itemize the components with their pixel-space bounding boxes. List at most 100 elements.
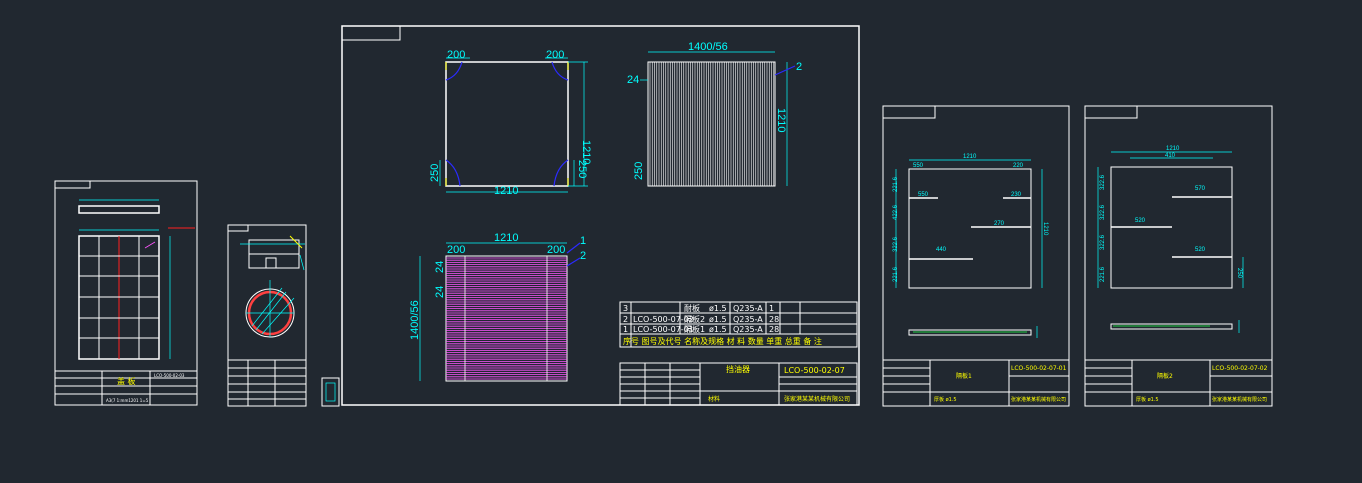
part-no: 2 (623, 315, 628, 324)
dim-left-bottom: 250 (633, 162, 645, 180)
sheet-tiny[interactable] (321, 377, 340, 407)
dim-m4: 440 (936, 247, 947, 253)
sheet-b-company: 张家港某某机械有限公司 (1212, 396, 1267, 403)
sheet-ring-tag (227, 224, 249, 232)
title-block-main: 挡油器 LCO-500-02-07 张家港某某机械有限公司 材料 (619, 362, 858, 406)
dim-l1: 221.6 (893, 176, 899, 192)
sheet-a-tag (882, 105, 936, 119)
part-spec: ø1.5 (709, 315, 727, 324)
parts-row: 1 LCO-500-07-01 隔板1 ø1.5 Q235-A 28 (623, 324, 779, 334)
part-material: Q235-A (733, 325, 763, 334)
parts-list: 序号 图号及代号 名称及规格 材 料 数量 单重 总重 备 注 3 耐板 ø1.… (619, 301, 858, 348)
callout-1: 1 (580, 235, 586, 247)
dim-l3: 322.6 (893, 236, 899, 252)
title-block-b: 隔板2 LCO-500-02-07-02 厚板 ø1.5 张家港某某机械有限公司 (1084, 359, 1273, 407)
dim-right: 1210 (1042, 222, 1048, 236)
part-code: LCO-500-07-01 (633, 325, 694, 334)
dim-right: 1210 (775, 108, 787, 132)
cover-plate-side-view (78, 205, 160, 214)
bottom-plate: 1210 200 200 24 24 1400/56 1 2 (409, 232, 586, 382)
sheet-a-company: 张家港某某机械有限公司 (1011, 396, 1066, 403)
callout-2: 2 (796, 61, 802, 73)
parts-header: 序号 图号及代号 名称及规格 材 料 数量 单重 总重 备 注 (623, 336, 822, 346)
dim-m3: 270 (994, 221, 1005, 227)
sheet-b-material: 厚板 ø1.5 (1136, 396, 1159, 403)
main-drawing-no: LCO-500-02-07 (784, 366, 845, 375)
partition-1-side-view (908, 326, 1038, 338)
sheet-left-tag (54, 180, 91, 189)
dim-m2: 520 (1135, 218, 1146, 224)
dim-top: 1210 (1166, 146, 1180, 152)
dim-l1: 322.6 (1100, 174, 1106, 190)
main-sheet[interactable]: 200 200 1210 250 250 1210 1400/56 24 121… (341, 25, 860, 406)
part-name: 隔板1 (684, 324, 705, 334)
dim-left-bottom: 250 (429, 164, 441, 182)
main-sheet-tag (341, 25, 401, 41)
sheet-a-material: 厚板 ø1.5 (934, 396, 957, 403)
part-qty: 28 (769, 315, 779, 324)
dim-left-top: 24 (627, 74, 639, 86)
part-name: 耐板 (684, 303, 700, 313)
sheet-tiny-content (325, 382, 336, 402)
sheet-b-tag (1084, 105, 1138, 119)
main-sheet-frame (341, 25, 860, 406)
sheet-b[interactable]: 1210 410 570 520 520 250 322.6 322.6 322… (1084, 105, 1273, 407)
part-qty: 1 (769, 304, 774, 313)
note-leader (144, 241, 156, 249)
sheet-left-title: 盖 板 (117, 376, 136, 386)
dim-right-top: 200 (546, 49, 564, 61)
dim-l4: 221.6 (1100, 266, 1106, 282)
sheet-b-part-name: 隔板2 (1157, 372, 1173, 380)
sheet-a-drawing-no: LCO-500-02-07-01 (1011, 365, 1067, 372)
sheet-left[interactable]: 盖 板 LCO-500-02-03 A3(7 1:mm1201 1=5 (54, 180, 198, 406)
dim-m1: 570 (1195, 186, 1206, 192)
part-material: Q235-A (733, 315, 763, 324)
dim-top: 1210 (494, 232, 518, 244)
dim-m2: 550 (918, 192, 929, 198)
dim-m1: 230 (1011, 192, 1022, 198)
dim-left-top: 200 (447, 49, 465, 61)
main-title-name: 挡油器 (726, 364, 750, 374)
top-left-plate: 200 200 1210 250 250 1210 (429, 49, 592, 197)
dim-side-b: 24 (434, 286, 446, 298)
top-right-plate: 1400/56 24 1210 250 2 (627, 41, 802, 187)
sheet-a-frame (882, 105, 1070, 407)
title-block-ring (227, 359, 307, 407)
dim-top2: 410 (1165, 153, 1176, 159)
dim-right: 250 (1236, 268, 1242, 279)
part-no: 3 (623, 304, 628, 313)
sheet-left-drawing-no: LCO-500-02-03 (154, 373, 185, 378)
dim-m3: 520 (1195, 247, 1206, 253)
dim-l3: 322.6 (1100, 234, 1106, 250)
part-spec: ø1.5 (709, 325, 727, 334)
main-material-note: 材料 (708, 395, 720, 403)
dim-l4: 221.6 (893, 266, 899, 282)
main-company: 张家港某某机械有限公司 (784, 395, 850, 403)
sheet-a-part-name: 隔板1 (956, 372, 972, 380)
dim-right-top: 200 (547, 244, 565, 256)
sheet-b-drawing-no: LCO-500-02-07-02 (1212, 365, 1268, 372)
dim-bottom: 1210 (494, 185, 518, 197)
dim-side-a: 24 (434, 261, 446, 273)
magenta-stripe-lines (446, 256, 567, 381)
sheet-ring[interactable] (227, 224, 307, 407)
dim-top: 1210 (963, 154, 977, 160)
cover-plate-grid (78, 235, 160, 360)
dim-left-top: 200 (447, 244, 465, 256)
dim-right-bottom: 250 (576, 160, 588, 178)
sheet-a[interactable]: 1210 550 220 230 550 270 440 1210 221.6 … (882, 105, 1070, 407)
dim-tr: 220 (1013, 163, 1024, 169)
part-spec: ø1.5 (709, 304, 727, 313)
callout-2: 2 (580, 250, 586, 262)
sheet-left-note: A3(7 1:mm1201 1=5 (106, 398, 149, 403)
part-material: Q235-A (733, 304, 763, 313)
dim-right: 1210 (580, 140, 592, 164)
parts-row: 3 耐板 ø1.5 Q235-A 1 (623, 303, 774, 313)
stripe-lines (649, 62, 775, 186)
parts-row: 2 LCO-500-07-02 隔板2 ø1.5 Q235-A 28 (623, 314, 779, 324)
part-qty: 28 (769, 325, 779, 334)
dim-l2: 422.6 (893, 204, 899, 220)
title-block-a: 隔板1 LCO-500-02-07-01 厚板 ø1.5 张家港某某机械有限公司 (882, 359, 1070, 407)
ring-section-view (245, 280, 295, 338)
